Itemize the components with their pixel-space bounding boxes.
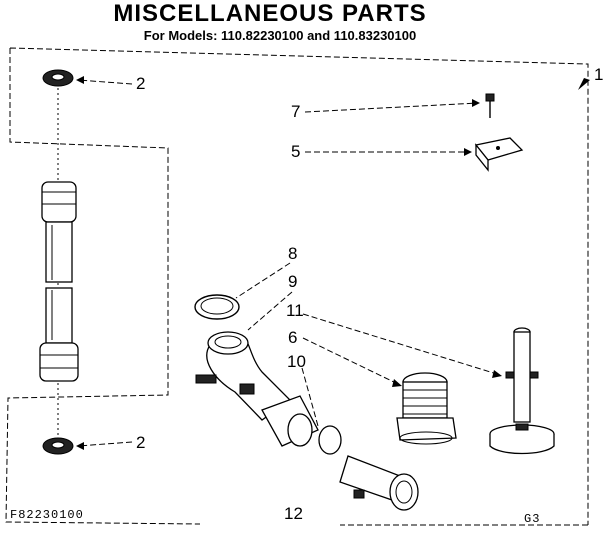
callout-10: 10 [287, 352, 306, 371]
upper-coupling [41, 181, 77, 283]
leader-7 [304, 102, 479, 113]
top-washer [42, 69, 74, 87]
bottom-washer [42, 437, 74, 455]
callout-9: 9 [288, 272, 298, 291]
leader-9 [247, 291, 293, 331]
washer-leaders [76, 76, 133, 450]
callout-2-bottom: 2 [136, 433, 146, 452]
clip-bracket [474, 137, 524, 172]
page-code: G3 [524, 512, 541, 526]
leader-11 [302, 313, 501, 376]
callout-8: 8 [288, 244, 298, 263]
assembly-arrow [578, 78, 590, 90]
callout-1: 1 [594, 65, 604, 84]
post-base [489, 327, 555, 455]
threaded-fitting [396, 372, 457, 445]
callout-7: 7 [291, 102, 301, 121]
lower-hose [39, 287, 79, 382]
callout-6: 6 [288, 328, 298, 347]
page-title: MISCELLANEOUS PARTS [113, 0, 427, 27]
assembly-frame [5, 47, 589, 526]
model-subtitle: For Models: 110.82230100 and 110.8323010… [143, 28, 417, 43]
straight-coupling [318, 425, 419, 511]
callout-2-top: 2 [136, 74, 146, 93]
clamp-ring [194, 294, 240, 320]
elbow-hose [195, 331, 319, 447]
leader-6 [302, 337, 401, 386]
screw [485, 93, 495, 118]
callout-5: 5 [291, 142, 301, 161]
leader-8 [235, 262, 291, 299]
callout-11: 11 [286, 301, 304, 320]
callout-12: 12 [284, 504, 303, 523]
leader-10 [301, 367, 319, 427]
diagram-code: F82230100 [10, 508, 84, 522]
